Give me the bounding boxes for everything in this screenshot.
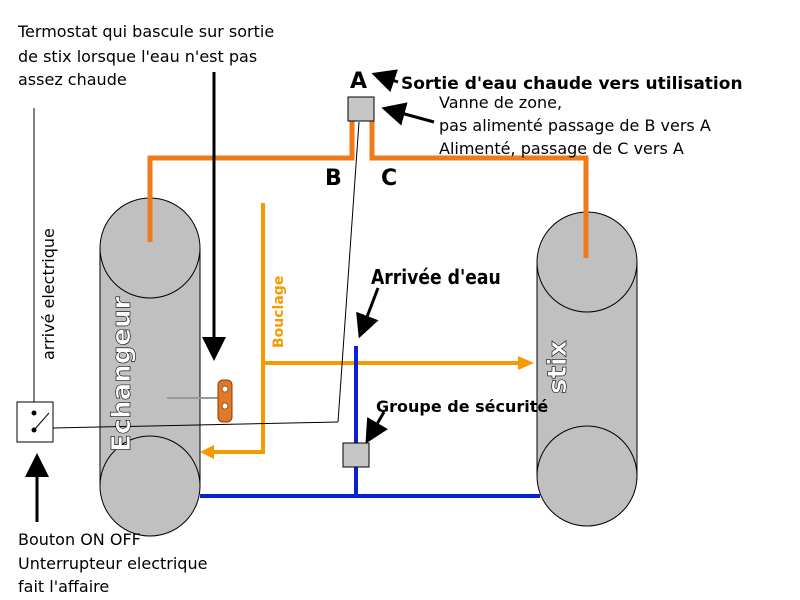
electrical-wires	[33, 108, 360, 429]
tank-label: stix	[543, 340, 573, 394]
electrical-supply-label: arrivé electrique	[39, 228, 58, 360]
point-c-label: C	[381, 166, 397, 191]
thermostat-device	[167, 379, 233, 423]
thermostat-label: Termostat qui bascule sur sortie de stix…	[17, 22, 279, 89]
hot-out-arrow	[371, 69, 399, 93]
switch-caption-line: Unterrupteur electrique	[18, 554, 207, 573]
point-b-label: B	[325, 166, 342, 191]
safety-group	[342, 442, 370, 468]
zone-valve-label-line: Alimenté, passage de C vers A	[439, 139, 684, 158]
hot-water-pipes	[147, 118, 589, 258]
exchanger-tank	[99, 197, 201, 537]
zone-valve-label-line: pas alimenté passage de B vers A	[439, 116, 711, 135]
thermostat-label-line: Termostat qui bascule sur sortie	[17, 22, 274, 41]
exchanger-label: Echangeur	[107, 297, 137, 452]
loop-label: Bouclage	[271, 276, 287, 348]
pipe-c	[369, 118, 589, 258]
stix-tank	[536, 211, 638, 527]
switch-caption: Bouton ON OFF Unterrupteur electrique fa…	[18, 530, 213, 596]
hot-water-out-label: Sortie d'eau chaude vers utilisation	[401, 74, 743, 94]
switch-caption-line: fait l'affaire	[18, 577, 109, 596]
water-inlet-arrow	[356, 287, 380, 339]
water-inlet-label: Arrivée d'eau	[371, 267, 501, 290]
loop-pipe	[200, 203, 534, 459]
on-off-switch	[16, 401, 54, 443]
zone-valve-label-line: Vanne de zone,	[439, 93, 562, 112]
point-a-label: A	[350, 69, 367, 94]
safety-group-label: Groupe de sécurité	[376, 397, 548, 416]
zone-valve	[347, 96, 375, 122]
thermostat-label-line: assez chaude	[18, 70, 127, 89]
pipe-b	[147, 118, 355, 242]
annotation-arrows	[25, 69, 435, 522]
switch-caption-line: Bouton ON OFF	[18, 530, 141, 549]
cold-water-pipes	[200, 346, 540, 498]
zone-valve-arrow	[381, 102, 435, 126]
zone-valve-label: Vanne de zone, pas alimenté passage de B…	[439, 93, 716, 158]
safety-group-arrow	[365, 411, 388, 444]
thermostat-label-line: de stix lorsque l'eau n'est pas	[18, 47, 257, 66]
